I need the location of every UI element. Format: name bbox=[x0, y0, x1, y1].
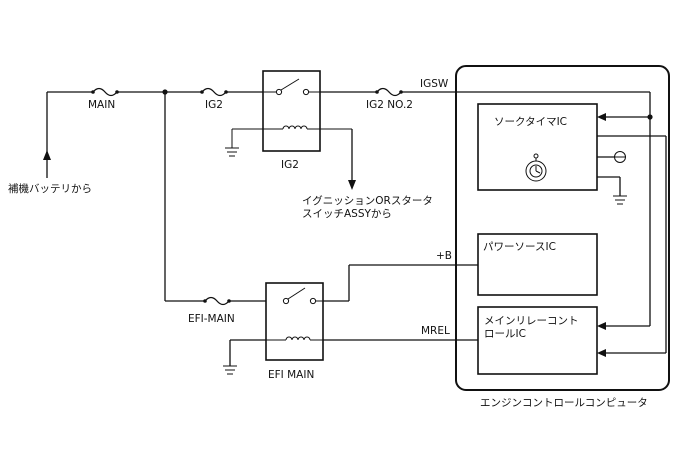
soak-timer-ic-label: ソークタイマIC bbox=[494, 116, 567, 128]
plus-b-label: +B bbox=[436, 250, 452, 262]
ground-symbol bbox=[223, 339, 266, 375]
efi-main-relay-switch bbox=[282, 287, 323, 305]
mrel-label: MREL bbox=[421, 325, 450, 337]
igsw-label: IGSW bbox=[420, 78, 449, 90]
ig2-relay-coil bbox=[232, 125, 352, 130]
battery-line bbox=[43, 92, 51, 178]
ecu-label: エンジンコントロールコンピュータ bbox=[480, 397, 648, 409]
soak-timer-output-line bbox=[597, 135, 667, 357]
timer-icon bbox=[525, 153, 547, 182]
ig2-relay-switch bbox=[263, 78, 320, 96]
battery-label: 補機バッテリから bbox=[8, 182, 92, 195]
ignition-switch-line bbox=[348, 129, 356, 190]
efi-main-relay-coil bbox=[266, 336, 323, 341]
ig2-no2-fuse-label: IG2 NO.2 bbox=[366, 99, 413, 111]
efi-main-fuse-symbol bbox=[203, 296, 231, 306]
ground-symbol bbox=[597, 176, 627, 205]
main-relay-ic-label-1: メインリレーコント bbox=[484, 315, 579, 327]
ig2-no2-fuse-symbol bbox=[375, 87, 403, 97]
plus-b-line bbox=[323, 264, 478, 302]
main-relay-ic-label-2: ロールIC bbox=[484, 328, 526, 340]
ig2-relay-box bbox=[262, 70, 321, 152]
ignition-switch-label-1: イグニッションORスタータ bbox=[302, 194, 433, 207]
terminal-symbol bbox=[597, 151, 626, 163]
power-source-ic-box bbox=[477, 233, 598, 296]
ig2-fuse-label: IG2 bbox=[205, 99, 223, 111]
ig2-relay-label: IG2 bbox=[281, 159, 299, 171]
power-source-ic-label: パワーソースIC bbox=[483, 241, 556, 253]
main-fuse-symbol bbox=[91, 87, 119, 97]
efi-main-relay-box bbox=[265, 282, 324, 361]
ground-symbol bbox=[225, 129, 239, 157]
igsw-routing bbox=[597, 92, 653, 330]
efi-main-relay-label: EFI MAIN bbox=[268, 369, 314, 381]
main-fuse-label: MAIN bbox=[88, 99, 115, 111]
ignition-switch-label-2: スイッチASSYから bbox=[302, 208, 392, 220]
efi-main-fuse-label: EFI-MAIN bbox=[188, 313, 235, 325]
main-relay-ic-box bbox=[477, 306, 598, 375]
soak-timer-ic-box bbox=[477, 103, 598, 191]
ig2-fuse-symbol bbox=[200, 87, 228, 97]
